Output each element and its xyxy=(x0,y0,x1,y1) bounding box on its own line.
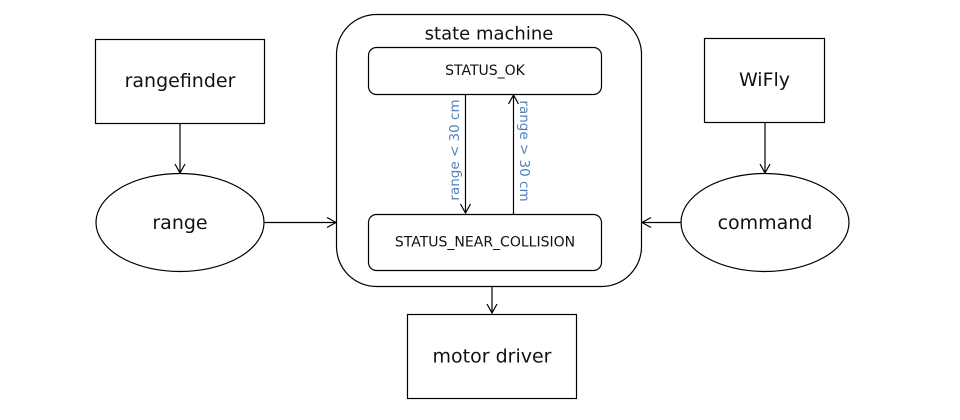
node-range: range xyxy=(95,172,265,273)
node-motor-driver: motor driver xyxy=(406,313,578,400)
node-wifly: WiFly xyxy=(703,37,826,124)
transition-label-range-below-30cm: range < 30 cm xyxy=(447,99,463,200)
node-command: command xyxy=(680,172,850,273)
node-rangefinder-label: rangefinder xyxy=(125,70,236,92)
node-rangefinder: rangefinder xyxy=(94,38,266,125)
transition-label-range-above-30cm: range > 30 cm xyxy=(516,100,532,201)
node-state-machine-label: state machine xyxy=(425,24,554,45)
node-status-ok-label: STATUS_OK xyxy=(445,63,526,79)
node-wifly-label: WiFly xyxy=(739,69,790,91)
node-status-near-collision: STATUS_NEAR_COLLISION xyxy=(367,213,603,272)
node-motor-driver-label: motor driver xyxy=(433,346,552,368)
node-status-near-collision-label: STATUS_NEAR_COLLISION xyxy=(395,235,575,251)
node-range-label: range xyxy=(152,212,207,234)
node-status-ok: STATUS_OK xyxy=(367,46,603,96)
node-command-label: command xyxy=(718,212,813,234)
